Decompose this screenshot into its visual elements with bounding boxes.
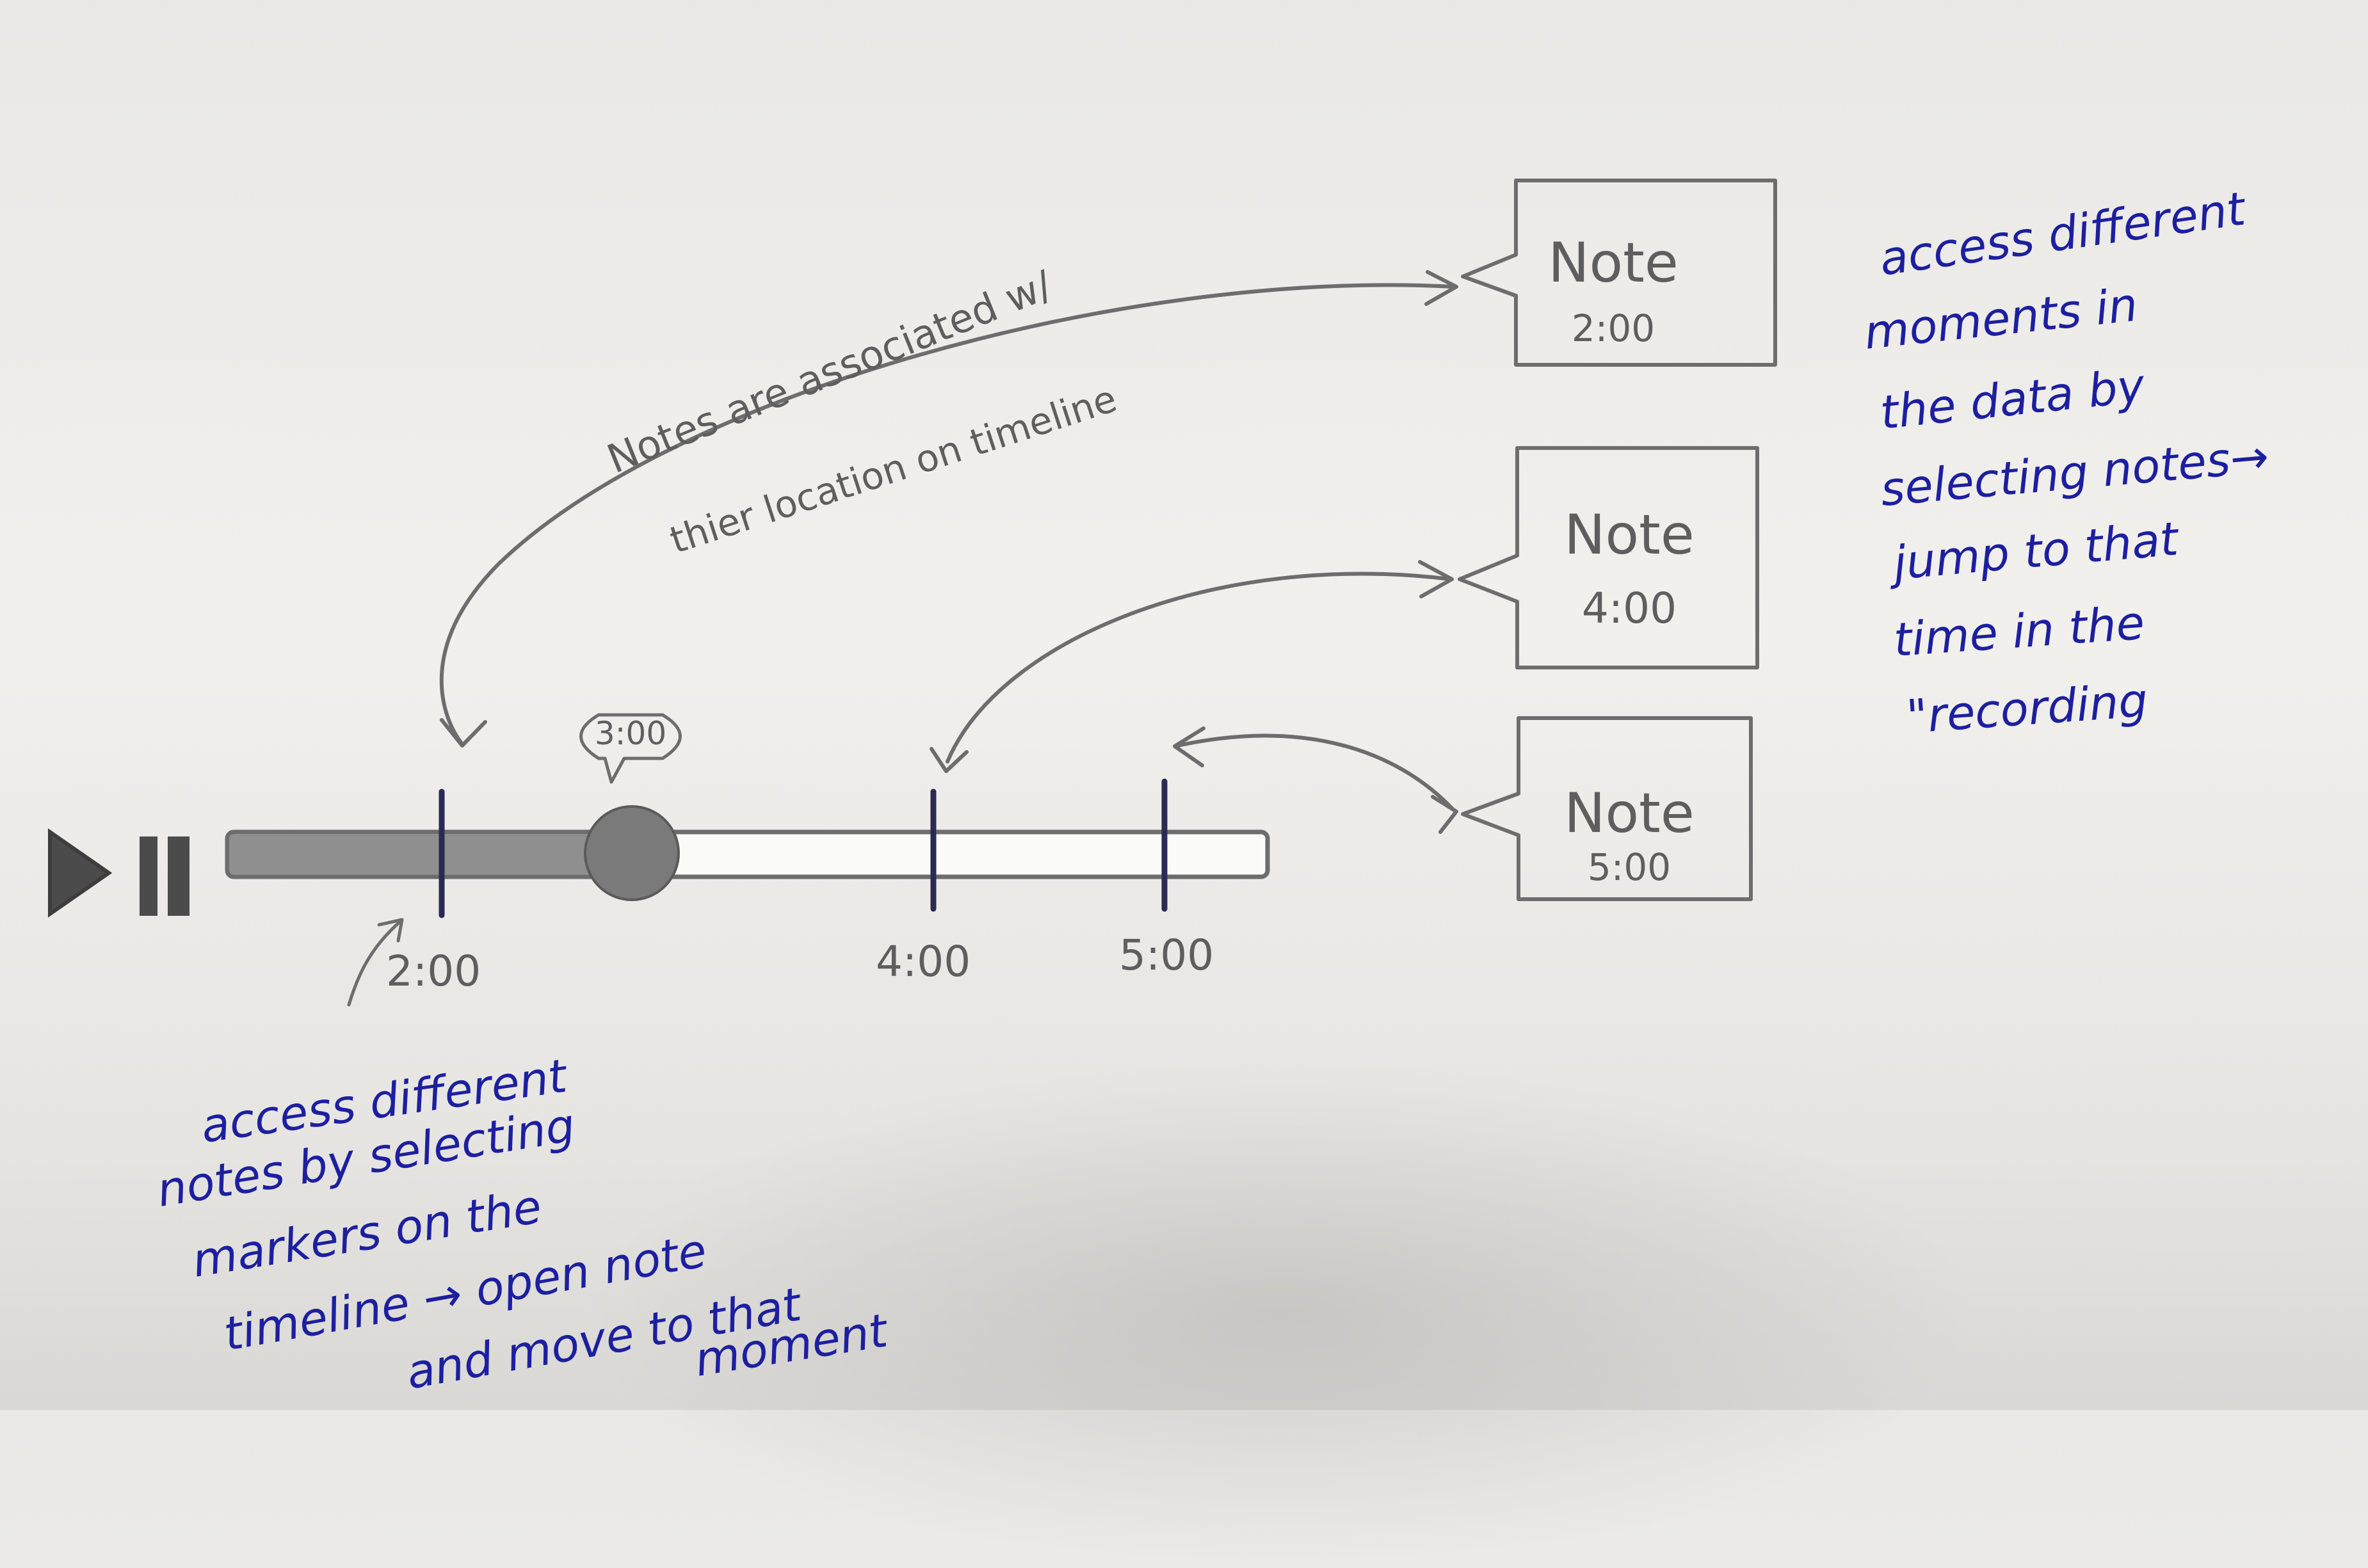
- playhead-knob[interactable]: [584, 805, 680, 901]
- timeline[interactable]: 2:00 4:00 5:00: [225, 778, 1270, 996]
- play-icon[interactable]: [48, 828, 113, 918]
- playhead-time: 3:00: [595, 715, 666, 752]
- sketch-canvas: 2:00 4:00 5:00 3:00 Note 2:00 Note 4:00 …: [48, 179, 2271, 1400]
- note-card-4-00[interactable]: Note 4:00: [1458, 446, 1759, 669]
- bottom-annotation: access different notes by selecting mark…: [154, 1048, 893, 1400]
- marker-label-5-00: 5:00: [1119, 931, 1214, 980]
- note-time: 5:00: [1588, 845, 1671, 889]
- arrowhead-icon: [1173, 726, 1205, 767]
- note-card-2-00[interactable]: Note 2:00: [1461, 179, 1777, 367]
- arrowhead-icon: [930, 747, 969, 773]
- note-card-5-00[interactable]: Note 5:00: [1461, 716, 1753, 901]
- note-time: 4:00: [1582, 584, 1677, 633]
- arrow-bottom-annotation: [347, 920, 402, 1007]
- right-line-2: moments in: [1862, 278, 2140, 360]
- arrow-note-5-00: [1176, 733, 1455, 812]
- arrow-note-2-00: [439, 283, 1455, 744]
- right-line-1: access different: [1876, 181, 2250, 286]
- marker-label-4-00: 4:00: [876, 937, 971, 986]
- note-title: Note: [1564, 781, 1695, 845]
- right-line-3: the data by: [1878, 358, 2148, 440]
- right-line-6: time in the: [1892, 596, 2146, 667]
- pause-icon-bar-2: [168, 836, 189, 916]
- arrowhead-icon: [1431, 795, 1458, 834]
- pause-icon[interactable]: [140, 836, 157, 916]
- right-line-7: "recording: [1905, 673, 2149, 744]
- arrowhead-icon: [440, 718, 487, 748]
- note-time: 2:00: [1572, 307, 1655, 350]
- note-title: Note: [1548, 231, 1679, 295]
- playhead-tooltip: 3:00: [579, 713, 682, 784]
- player-controls: [48, 828, 189, 918]
- arrowhead-icon: [1424, 270, 1458, 306]
- arrowhead-icon: [1418, 560, 1454, 598]
- right-line-4: selecting notes→: [1878, 429, 2271, 516]
- right-line-5: jump to that: [1885, 511, 2182, 591]
- connector-arrows: [347, 270, 1458, 1007]
- right-annotation: access different moments in the data by …: [1862, 181, 2271, 744]
- marker-label-2-00: 2:00: [386, 947, 481, 996]
- association-annotation: Notes are associated w/ thier location o…: [600, 261, 1122, 562]
- arrowhead-icon: [377, 918, 404, 943]
- note-title: Note: [1564, 503, 1695, 567]
- arrow-note-4-00: [946, 572, 1452, 764]
